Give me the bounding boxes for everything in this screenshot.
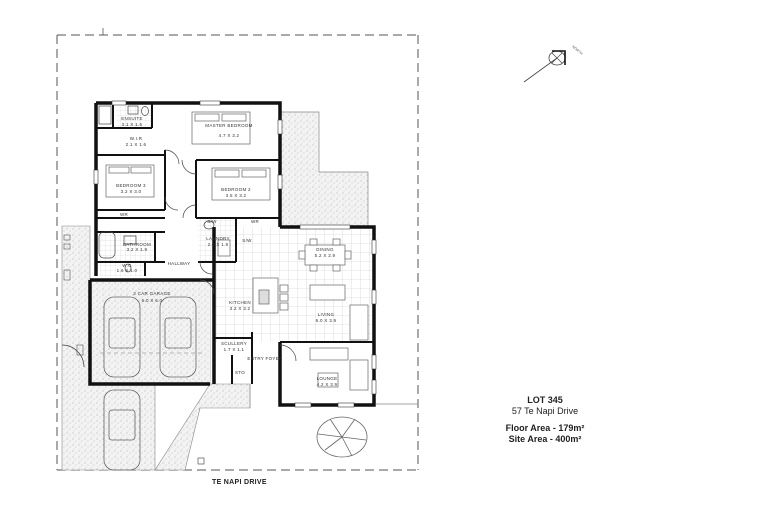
label-kitchen: KITCHEN	[229, 300, 251, 305]
label-laundry: LAUNDRY	[206, 236, 230, 241]
svg-text:1.6 X 1.0: 1.6 X 1.0	[117, 268, 138, 273]
north-label: NORTH	[571, 45, 583, 56]
lot-number: LOT 345	[527, 395, 563, 405]
label-hallway: HALLWAY	[168, 261, 191, 266]
svg-text:3.1 X 1.6: 3.1 X 1.6	[122, 122, 143, 127]
label-living: LIVING	[318, 312, 335, 317]
label-garage: 2 CAR GARAGE	[133, 291, 170, 296]
svg-text:6.0 X 6.0: 6.0 X 6.0	[142, 298, 163, 303]
clothesline	[316, 416, 368, 458]
label-bedroom-3: BEDROOM 3	[116, 183, 146, 188]
label-dining: DINING	[316, 247, 334, 252]
label-sto: STO	[235, 370, 245, 375]
label-wr-1: WR	[120, 212, 129, 217]
rear-patio	[279, 111, 369, 228]
label-sw-2: S/W	[242, 238, 252, 243]
svg-text:4.7 X 3.2: 4.7 X 3.2	[219, 133, 240, 138]
svg-text:5.2 X 2.9: 5.2 X 2.9	[315, 253, 336, 258]
cars	[103, 296, 197, 471]
label-lounge: LOUNGE	[317, 376, 338, 381]
label-scullery: SCULLERY	[221, 341, 247, 346]
label-sw-1: S/W	[207, 219, 217, 224]
furniture	[217, 238, 369, 391]
label-wir: W.I.R	[130, 136, 143, 141]
svg-text:6.0 X 3.9: 6.0 X 3.9	[316, 318, 337, 323]
svg-text:1.7 X 1.1: 1.7 X 1.1	[224, 347, 245, 352]
floor-area: Floor Area - 179m²	[505, 423, 585, 433]
windows	[93, 100, 377, 408]
north-arrow-icon	[523, 50, 566, 83]
door-swings	[61, 149, 297, 368]
svg-text:3.2 X 3.2: 3.2 X 3.2	[230, 306, 251, 311]
svg-text:3.2 X 3.0: 3.2 X 3.0	[121, 189, 142, 194]
svg-text:2.0 X 1.9: 2.0 X 1.9	[208, 242, 229, 247]
label-master-bedroom: MASTER BEDROOM	[205, 123, 252, 128]
label-bedroom-2: BEDROOM 2	[221, 187, 251, 192]
lot-address: 57 Te Napi Drive	[511, 406, 579, 416]
beds	[105, 111, 271, 201]
room-labels: ENSUITE 3.1 X 1.6 W.I.R 2.1 X 1.6 MASTER…	[116, 116, 337, 387]
label-bathroom: BATHROOM	[123, 242, 151, 247]
interior-walls	[96, 103, 374, 384]
label-entry-foyer: ENTRY FOYER	[247, 356, 283, 361]
label-wr-2: WR	[251, 219, 260, 224]
label-wc: W.C	[122, 263, 132, 268]
svg-text:3.2 X 1.9: 3.2 X 1.9	[127, 247, 148, 252]
svg-text:4.2 X 3.9: 4.2 X 3.9	[317, 382, 338, 387]
svg-text:2.1 X 1.6: 2.1 X 1.6	[126, 142, 147, 147]
street-name: TE NAPI DRIVE	[212, 479, 267, 486]
garage-floor	[90, 280, 210, 383]
lot-info: LOT 345 57 Te Napi Drive Floor Area - 17…	[490, 395, 600, 445]
living-tiles	[214, 227, 374, 342]
site-area: Site Area - 400m²	[508, 434, 582, 444]
svg-text:3.5 X 3.2: 3.5 X 3.2	[226, 193, 247, 198]
label-ensuite: ENSUITE	[121, 116, 143, 121]
fixtures	[98, 105, 215, 273]
